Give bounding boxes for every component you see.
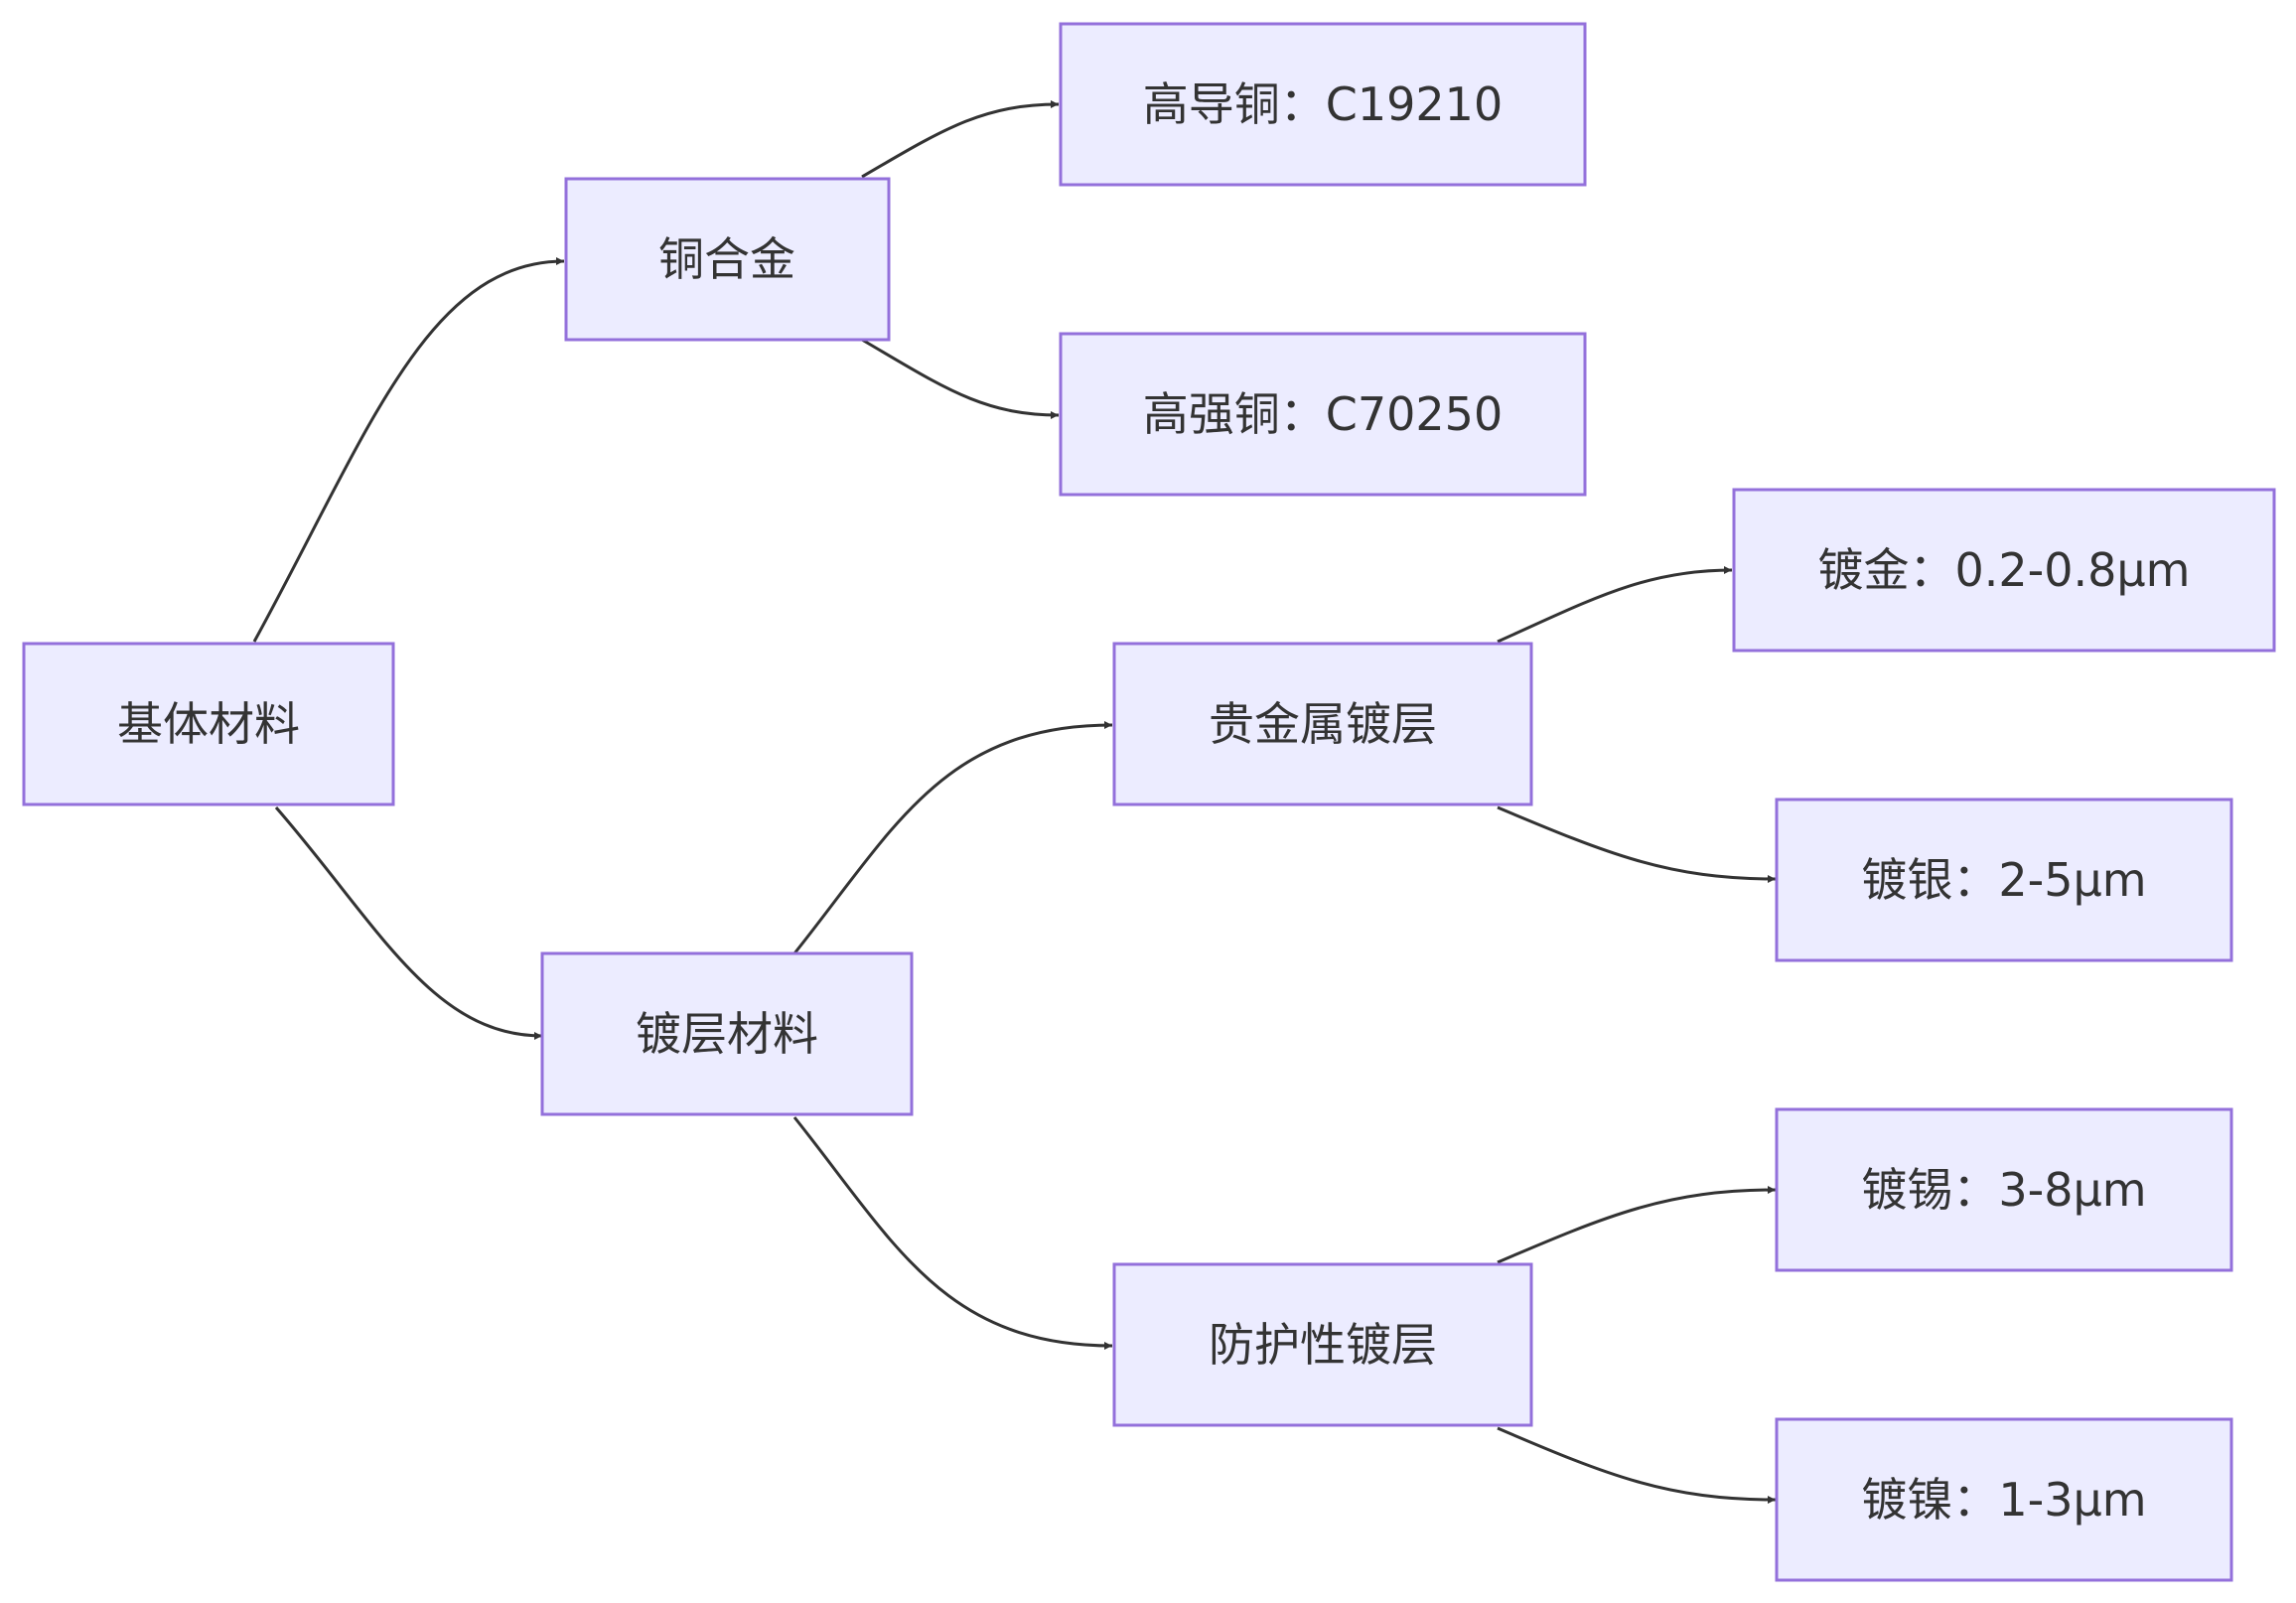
node-precious-metal-plating[interactable]: 贵金属镀层 <box>1112 642 1533 806</box>
node-label: 基体材料 <box>117 697 300 751</box>
edge-protective-to-tin <box>1497 1186 1777 1264</box>
node-protective-plating[interactable]: 防护性镀层 <box>1112 1262 1533 1427</box>
node-nickel-plating[interactable]: 镀镍：1-3μm <box>1775 1417 2233 1582</box>
edge-plating-to-precious <box>792 721 1113 954</box>
node-label: 镀层材料 <box>636 1007 818 1061</box>
edge-base-to-copper-alloy <box>252 257 565 643</box>
edge-precious-to-gold <box>1497 566 1733 644</box>
edge-copper-alloy-to-high-strength <box>861 338 1060 419</box>
nodes: 基体材料 铜合金 镀层材料 高导铜：C19210 高强铜：C70250 贵金属镀… <box>22 22 2276 1582</box>
node-silver-plating[interactable]: 镀银：2-5μm <box>1775 798 2233 962</box>
edges <box>252 100 1777 1504</box>
node-base-material[interactable]: 基体材料 <box>22 642 395 806</box>
edge-base-to-plating <box>274 806 543 1040</box>
node-high-strength-copper[interactable]: 高强铜：C70250 <box>1059 332 1587 497</box>
node-high-conductivity-copper[interactable]: 高导铜：C19210 <box>1059 22 1587 187</box>
node-label: 高导铜：C19210 <box>1143 77 1503 131</box>
node-tin-plating[interactable]: 镀锡：3-8μm <box>1775 1107 2233 1272</box>
node-label: 高强铜：C70250 <box>1143 387 1503 441</box>
node-copper-alloy[interactable]: 铜合金 <box>564 177 891 342</box>
edge-protective-to-nickel <box>1497 1426 1777 1504</box>
edge-precious-to-silver <box>1497 805 1777 883</box>
node-label: 镀锡：3-8μm <box>1861 1163 2146 1217</box>
node-label: 铜合金 <box>658 232 795 286</box>
node-label: 镀镍：1-3μm <box>1861 1473 2146 1527</box>
edge-copper-alloy-to-high-conductivity <box>861 100 1060 179</box>
edge-plating-to-protective <box>792 1116 1113 1350</box>
node-label: 镀银：2-5μm <box>1861 853 2146 907</box>
node-label: 防护性镀层 <box>1209 1318 1437 1372</box>
node-label: 贵金属镀层 <box>1209 697 1437 751</box>
node-plating-material[interactable]: 镀层材料 <box>540 951 914 1116</box>
node-gold-plating[interactable]: 镀金：0.2-0.8μm <box>1732 488 2276 653</box>
node-label: 镀金：0.2-0.8μm <box>1818 543 2191 597</box>
